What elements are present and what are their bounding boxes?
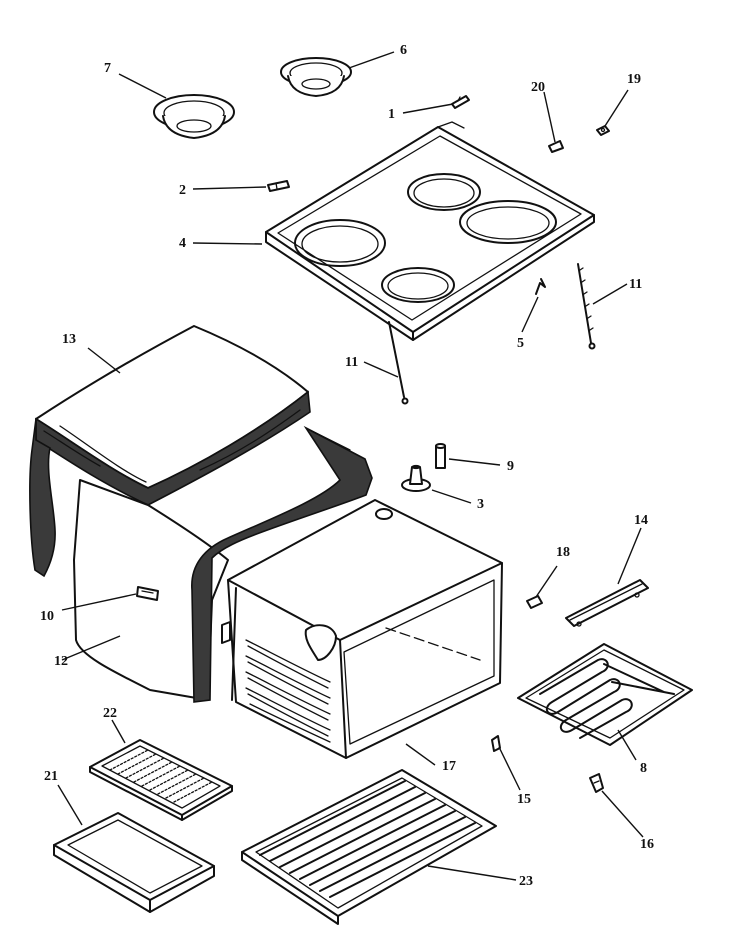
insulation-blanket-top: [29, 325, 311, 578]
cooktop-main-top: [265, 121, 595, 341]
callout-18: 18: [556, 545, 570, 560]
callout-11-left: 11: [345, 355, 358, 370]
callout-6: 6: [400, 43, 407, 58]
leader-lines: [57, 51, 644, 881]
bracket-part-2: [267, 180, 290, 192]
callout-2: 2: [179, 183, 186, 198]
oven-rack: [241, 769, 497, 925]
hinge-part-16: [589, 773, 604, 793]
nut-part-19: [596, 125, 610, 136]
drip-bowl-small: [280, 57, 352, 97]
rod-part-11-left: [388, 321, 409, 405]
bracket-part-10: [136, 586, 159, 601]
callout-22: 22: [103, 706, 117, 721]
burner-opening-left: [294, 219, 386, 267]
rod-part-11-right: [577, 263, 596, 350]
callout-7: 7: [104, 61, 111, 76]
burner-opening-back: [407, 173, 481, 211]
clip-part-20: [548, 140, 564, 153]
callout-13: 13: [62, 332, 76, 347]
callout-labels: 7 6 1 20 19 2 4 11 5 11 13 9 3 14 18 10 …: [40, 43, 654, 889]
callout-19: 19: [627, 72, 641, 87]
vent-part-3: [401, 464, 431, 492]
callout-4: 4: [179, 236, 186, 251]
callout-12: 12: [54, 654, 68, 669]
broiler-grid: [89, 739, 233, 821]
drip-bowl-large: [153, 94, 235, 139]
callout-10: 10: [40, 609, 54, 624]
callout-14: 14: [634, 513, 648, 528]
broiler-pan: [53, 812, 215, 913]
callout-3: 3: [477, 497, 484, 512]
callout-16: 16: [640, 837, 654, 852]
oven-liner-cavity: [221, 499, 503, 759]
callout-15: 15: [517, 792, 531, 807]
callout-11-right: 11: [629, 277, 642, 292]
burner-opening-right: [459, 200, 557, 244]
callout-5: 5: [517, 336, 524, 351]
burner-opening-front: [381, 267, 455, 303]
tube-part-9: [435, 443, 446, 469]
bracket-part-1: [451, 95, 470, 109]
callout-1: 1: [388, 107, 395, 122]
clip-part-18: [526, 595, 543, 609]
callout-17: 17: [442, 759, 456, 774]
callout-8: 8: [640, 761, 647, 776]
callout-23: 23: [519, 874, 533, 889]
spring-part-5: [535, 278, 546, 295]
callout-21: 21: [44, 769, 58, 784]
broil-element: [517, 643, 693, 746]
hinge-part-15: [491, 735, 501, 752]
callout-9: 9: [507, 459, 514, 474]
bracket-part-14: [565, 579, 649, 627]
callout-20: 20: [531, 80, 545, 95]
